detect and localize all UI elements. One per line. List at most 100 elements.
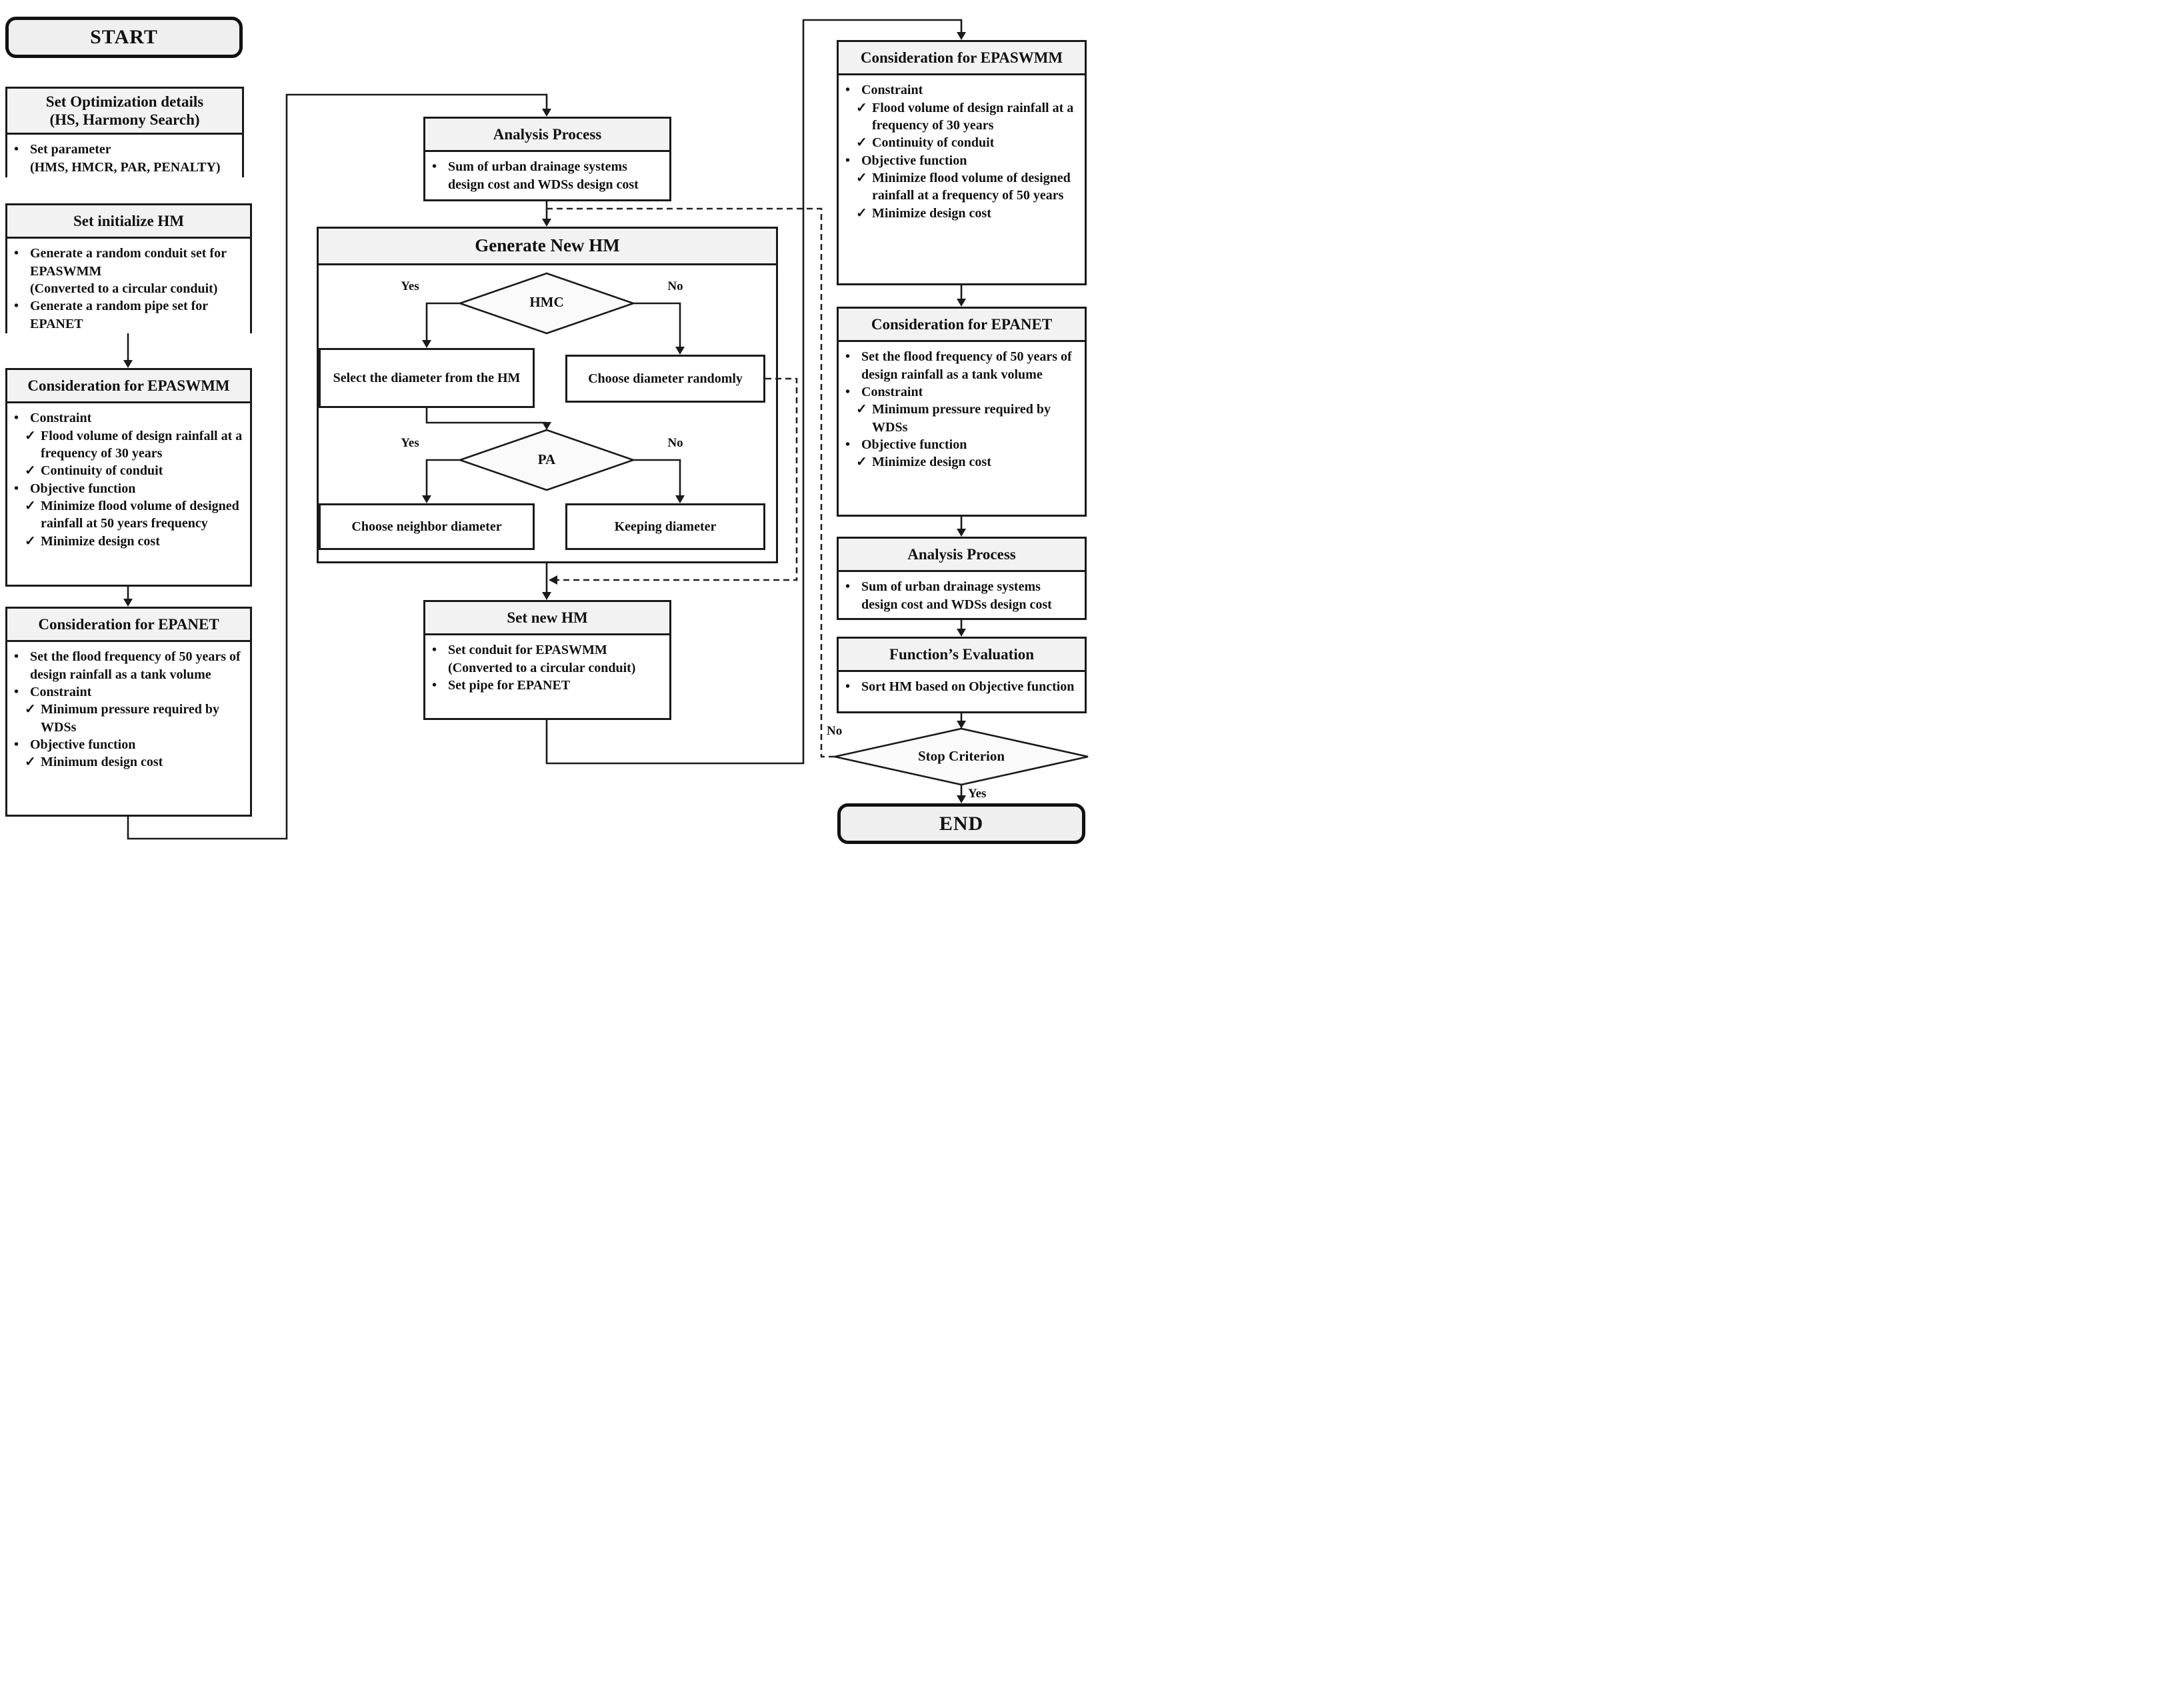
- analysis-process-top-node: Analysis Process • Sum of urban drainage …: [423, 117, 671, 201]
- list-item-text: Minimize flood volume of designed rainfa…: [872, 171, 1071, 203]
- list-item-text: Minimum pressure required by WDSs: [41, 702, 219, 735]
- node-body: • Sum of urban drainage systems design co…: [425, 152, 669, 199]
- list-item: • Set parameter: [14, 141, 237, 158]
- arrowhead: [542, 109, 551, 117]
- list-item: •Objective function: [14, 736, 245, 753]
- list-item-text: (Converted to a circular conduit): [448, 660, 636, 675]
- node-body: •Sum of urban drainage systems design co…: [839, 572, 1085, 618]
- list-item-text: Constraint: [30, 684, 92, 699]
- pa-decision-label: PA: [537, 451, 556, 467]
- node-title: Consideration for EPASWMM: [27, 377, 230, 394]
- check-marker: ✓: [25, 755, 36, 770]
- list-item: •Set the flood frequency of 50 years of …: [845, 348, 1079, 383]
- set-initialize-hm-node: Set initialize HM •Generate a random con…: [5, 203, 252, 337]
- node-header: Set new HM: [425, 602, 669, 636]
- hmc-decision-label: HMC: [529, 294, 564, 310]
- node-title: Analysis Process: [493, 126, 602, 143]
- node-title: Set new HM: [507, 609, 588, 626]
- check-marker: ✓: [856, 100, 867, 115]
- node-title: Consideration for EPASWMM: [860, 49, 1063, 66]
- node-title: Set initialize HM: [73, 213, 185, 229]
- list-item: ✓Minimize design cost: [25, 533, 245, 550]
- node-header: Function’s Evaluation: [839, 639, 1085, 673]
- node-header: Consideration for EPASWMM: [7, 370, 250, 404]
- list-item: ✓ Minimize design cost: [856, 453, 1079, 471]
- arrowhead: [957, 629, 966, 637]
- list-item-text: Minimize design cost: [872, 455, 991, 470]
- edge-hmc-yes-label: Yes: [401, 279, 419, 293]
- bullet-marker: •: [14, 411, 19, 426]
- edge-stop-no-label: No: [827, 724, 843, 738]
- arrowhead: [957, 32, 966, 40]
- list-item: •Constraint: [845, 383, 1079, 401]
- check-marker: ✓: [856, 455, 867, 470]
- bullet-marker: •: [845, 437, 851, 453]
- node-title: Set Optimization details: [45, 93, 204, 110]
- bullet-marker: •: [845, 384, 851, 399]
- bullet-marker: •: [845, 349, 851, 365]
- list-item: ✓Flood volume of design rainfall at a fr…: [856, 99, 1079, 135]
- list-item-text: Minimize design cost: [872, 205, 991, 221]
- node-header: Consideration for EPANET: [7, 609, 250, 643]
- list-item: •Set the flood frequency of 50 years of …: [14, 648, 245, 683]
- list-item-text: Sum of urban drainage systems design cos…: [448, 159, 639, 192]
- edge-stop-yes-label: Yes: [968, 787, 987, 801]
- list-item-text: Constraint: [30, 411, 92, 426]
- bullet-marker: •: [432, 159, 437, 175]
- check-marker: ✓: [856, 171, 867, 186]
- check-marker: ✓: [25, 463, 36, 479]
- consideration-epanet-right-node: Consideration for EPANET •Set the flood …: [837, 307, 1087, 517]
- node-body: •Set the flood frequency of 50 years of …: [839, 342, 1085, 515]
- list-item: ✓Flood volume of design rainfall at a fr…: [25, 427, 245, 463]
- edge-hmc-no-label: No: [667, 279, 683, 293]
- list-item-text: (HMS, HMCR, PAR, PENALTY): [30, 159, 221, 175]
- analysis-process-right-node: Analysis Process •Sum of urban drainage …: [837, 537, 1087, 620]
- list-item-text: Objective function: [30, 481, 136, 496]
- list-item: •Objective function: [14, 480, 245, 497]
- node-body: •Constraint✓Flood volume of design rainf…: [839, 75, 1085, 283]
- node-body: • Constraint✓Flood volume of design rainf…: [7, 403, 250, 585]
- list-item-text: Set conduit for EPASWMM: [448, 643, 607, 658]
- functions-evaluation-node: Function’s Evaluation •Sort HM based on …: [837, 637, 1087, 713]
- arrowhead: [957, 721, 966, 729]
- list-item: • Constraint: [14, 409, 245, 427]
- arrowhead: [542, 219, 551, 227]
- start-terminal: START: [5, 17, 243, 58]
- list-item-text: Minimum design cost: [41, 755, 163, 770]
- arrowhead: [123, 360, 133, 368]
- bullet-marker: •: [14, 737, 19, 753]
- check-marker: ✓: [25, 428, 36, 443]
- list-item: (Converted to a circular conduit): [432, 659, 664, 677]
- node-title: Function’s Evaluation: [889, 646, 1035, 663]
- list-item: ✓Minimize design cost: [856, 205, 1079, 222]
- list-item: •Set pipe for EPANET: [432, 677, 664, 694]
- node-title: Generate New HM: [475, 235, 620, 255]
- consideration-epanet-left-node: Consideration for EPANET •Set the flood …: [5, 607, 252, 817]
- list-item: ✓Minimum pressure required by WDSs: [25, 701, 245, 736]
- check-marker: ✓: [25, 533, 36, 549]
- bullet-marker: •: [432, 643, 437, 658]
- node-title: Consideration for EPANET: [871, 316, 1053, 333]
- start-label: START: [90, 26, 158, 48]
- end-terminal: END: [837, 803, 1085, 844]
- list-item: • Sum of urban drainage systems design co…: [432, 158, 664, 193]
- list-item: (Converted to a circular conduit): [14, 280, 245, 297]
- list-item: •Constraint: [14, 683, 245, 701]
- node-header: Consideration for EPASWMM: [839, 42, 1085, 76]
- list-item: ✓ Minimize flood volume of designed rainf…: [856, 169, 1079, 205]
- choose-neighbor-diameter-box: Choose neighbor diameter: [319, 503, 535, 550]
- stop-criterion-label: Stop Criterion: [917, 748, 1005, 764]
- bullet-marker: •: [845, 83, 851, 98]
- list-item-text: Objective function: [861, 437, 967, 453]
- list-item-text: Set parameter: [30, 142, 111, 157]
- bullet-marker: •: [14, 142, 19, 157]
- box-label: Keeping diameter: [614, 519, 717, 534]
- list-item: (HMS, HMCR, PAR, PENALTY): [14, 159, 237, 176]
- edge-pa-yes-label: Yes: [401, 436, 419, 450]
- check-marker: ✓: [856, 402, 867, 417]
- node-header: Set Optimization details (HS, Harmony Se…: [7, 89, 242, 135]
- select-diameter-box: Select the diameter from the HM: [319, 348, 535, 408]
- node-title: Consideration for EPANET: [38, 616, 219, 633]
- node-title: Analysis Process: [907, 546, 1016, 563]
- list-item: •Objective function: [845, 152, 1079, 169]
